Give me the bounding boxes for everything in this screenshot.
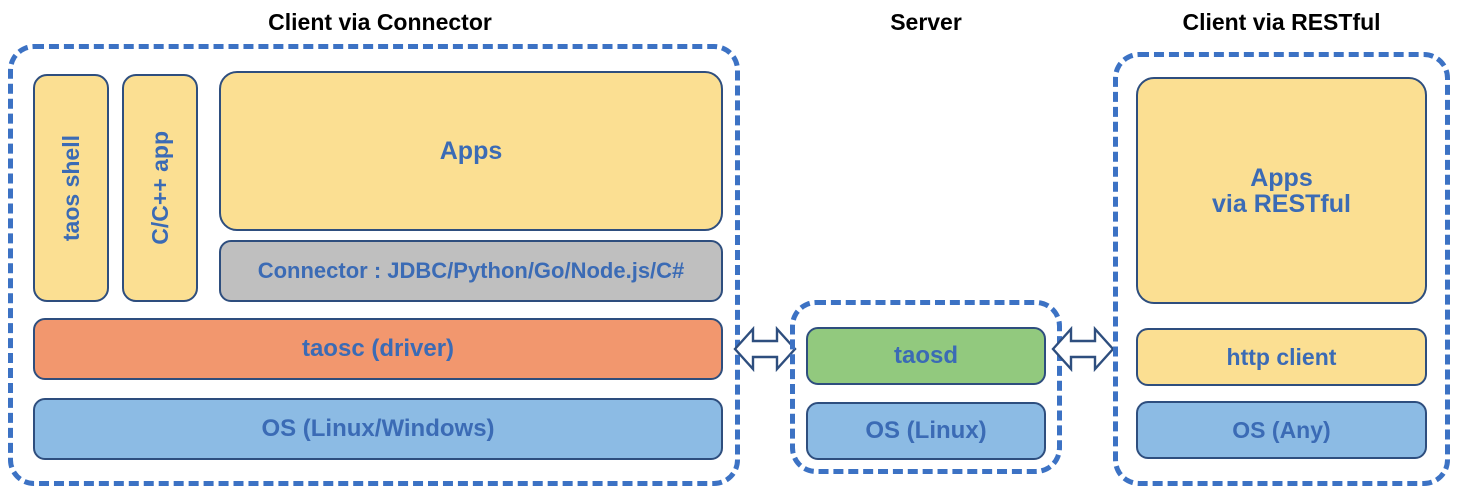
box-http-client: http client: [1136, 328, 1427, 386]
box-taos-shell-label: taos shell: [58, 134, 84, 242]
box-taosd-label: taosd: [893, 342, 958, 369]
box-cpp-app-label: C/C++ app: [147, 131, 173, 245]
box-cpp-app: C/C++ app: [122, 74, 198, 302]
group-client-connector: [8, 44, 740, 486]
box-os-any-label: OS (Any): [1232, 417, 1331, 443]
box-http-client-label: http client: [1226, 344, 1337, 370]
box-os-any: OS (Any): [1136, 401, 1427, 459]
box-apps-label: Apps: [439, 137, 503, 165]
box-apps-via-restful-label: Apps via RESTful: [1212, 165, 1351, 217]
box-connector: Connector : JDBC/Python/Go/Node.js/C#: [219, 240, 723, 302]
box-os-linux-windows: OS (Linux/Windows): [33, 398, 723, 460]
box-os-linux: OS (Linux): [806, 402, 1046, 460]
double-headed-arrow-icon: [733, 325, 797, 373]
box-os-linux-windows-label: OS (Linux/Windows): [261, 415, 495, 442]
box-apps-via-restful-line2: via RESTful: [1212, 189, 1351, 218]
section-title-client-connector: Client via Connector: [268, 9, 492, 35]
box-taos-shell: taos shell: [33, 74, 109, 302]
box-taosd: taosd: [806, 327, 1046, 385]
section-title-client-restful: Client via RESTful: [1182, 9, 1381, 35]
box-connector-label: Connector : JDBC/Python/Go/Node.js/C#: [257, 258, 685, 283]
box-os-linux-label: OS (Linux): [865, 417, 987, 444]
section-title-server: Server: [890, 9, 962, 35]
box-taosc-driver-label: taosc (driver): [301, 335, 455, 362]
group-server: [790, 300, 1062, 474]
box-taosc-driver: taosc (driver): [33, 318, 723, 380]
group-client-restful: [1113, 52, 1450, 486]
box-apps: Apps: [219, 71, 723, 231]
box-apps-via-restful-line1: Apps: [1250, 163, 1313, 192]
double-headed-arrow-icon: [1051, 325, 1115, 373]
box-apps-via-restful: Apps via RESTful: [1136, 77, 1427, 304]
